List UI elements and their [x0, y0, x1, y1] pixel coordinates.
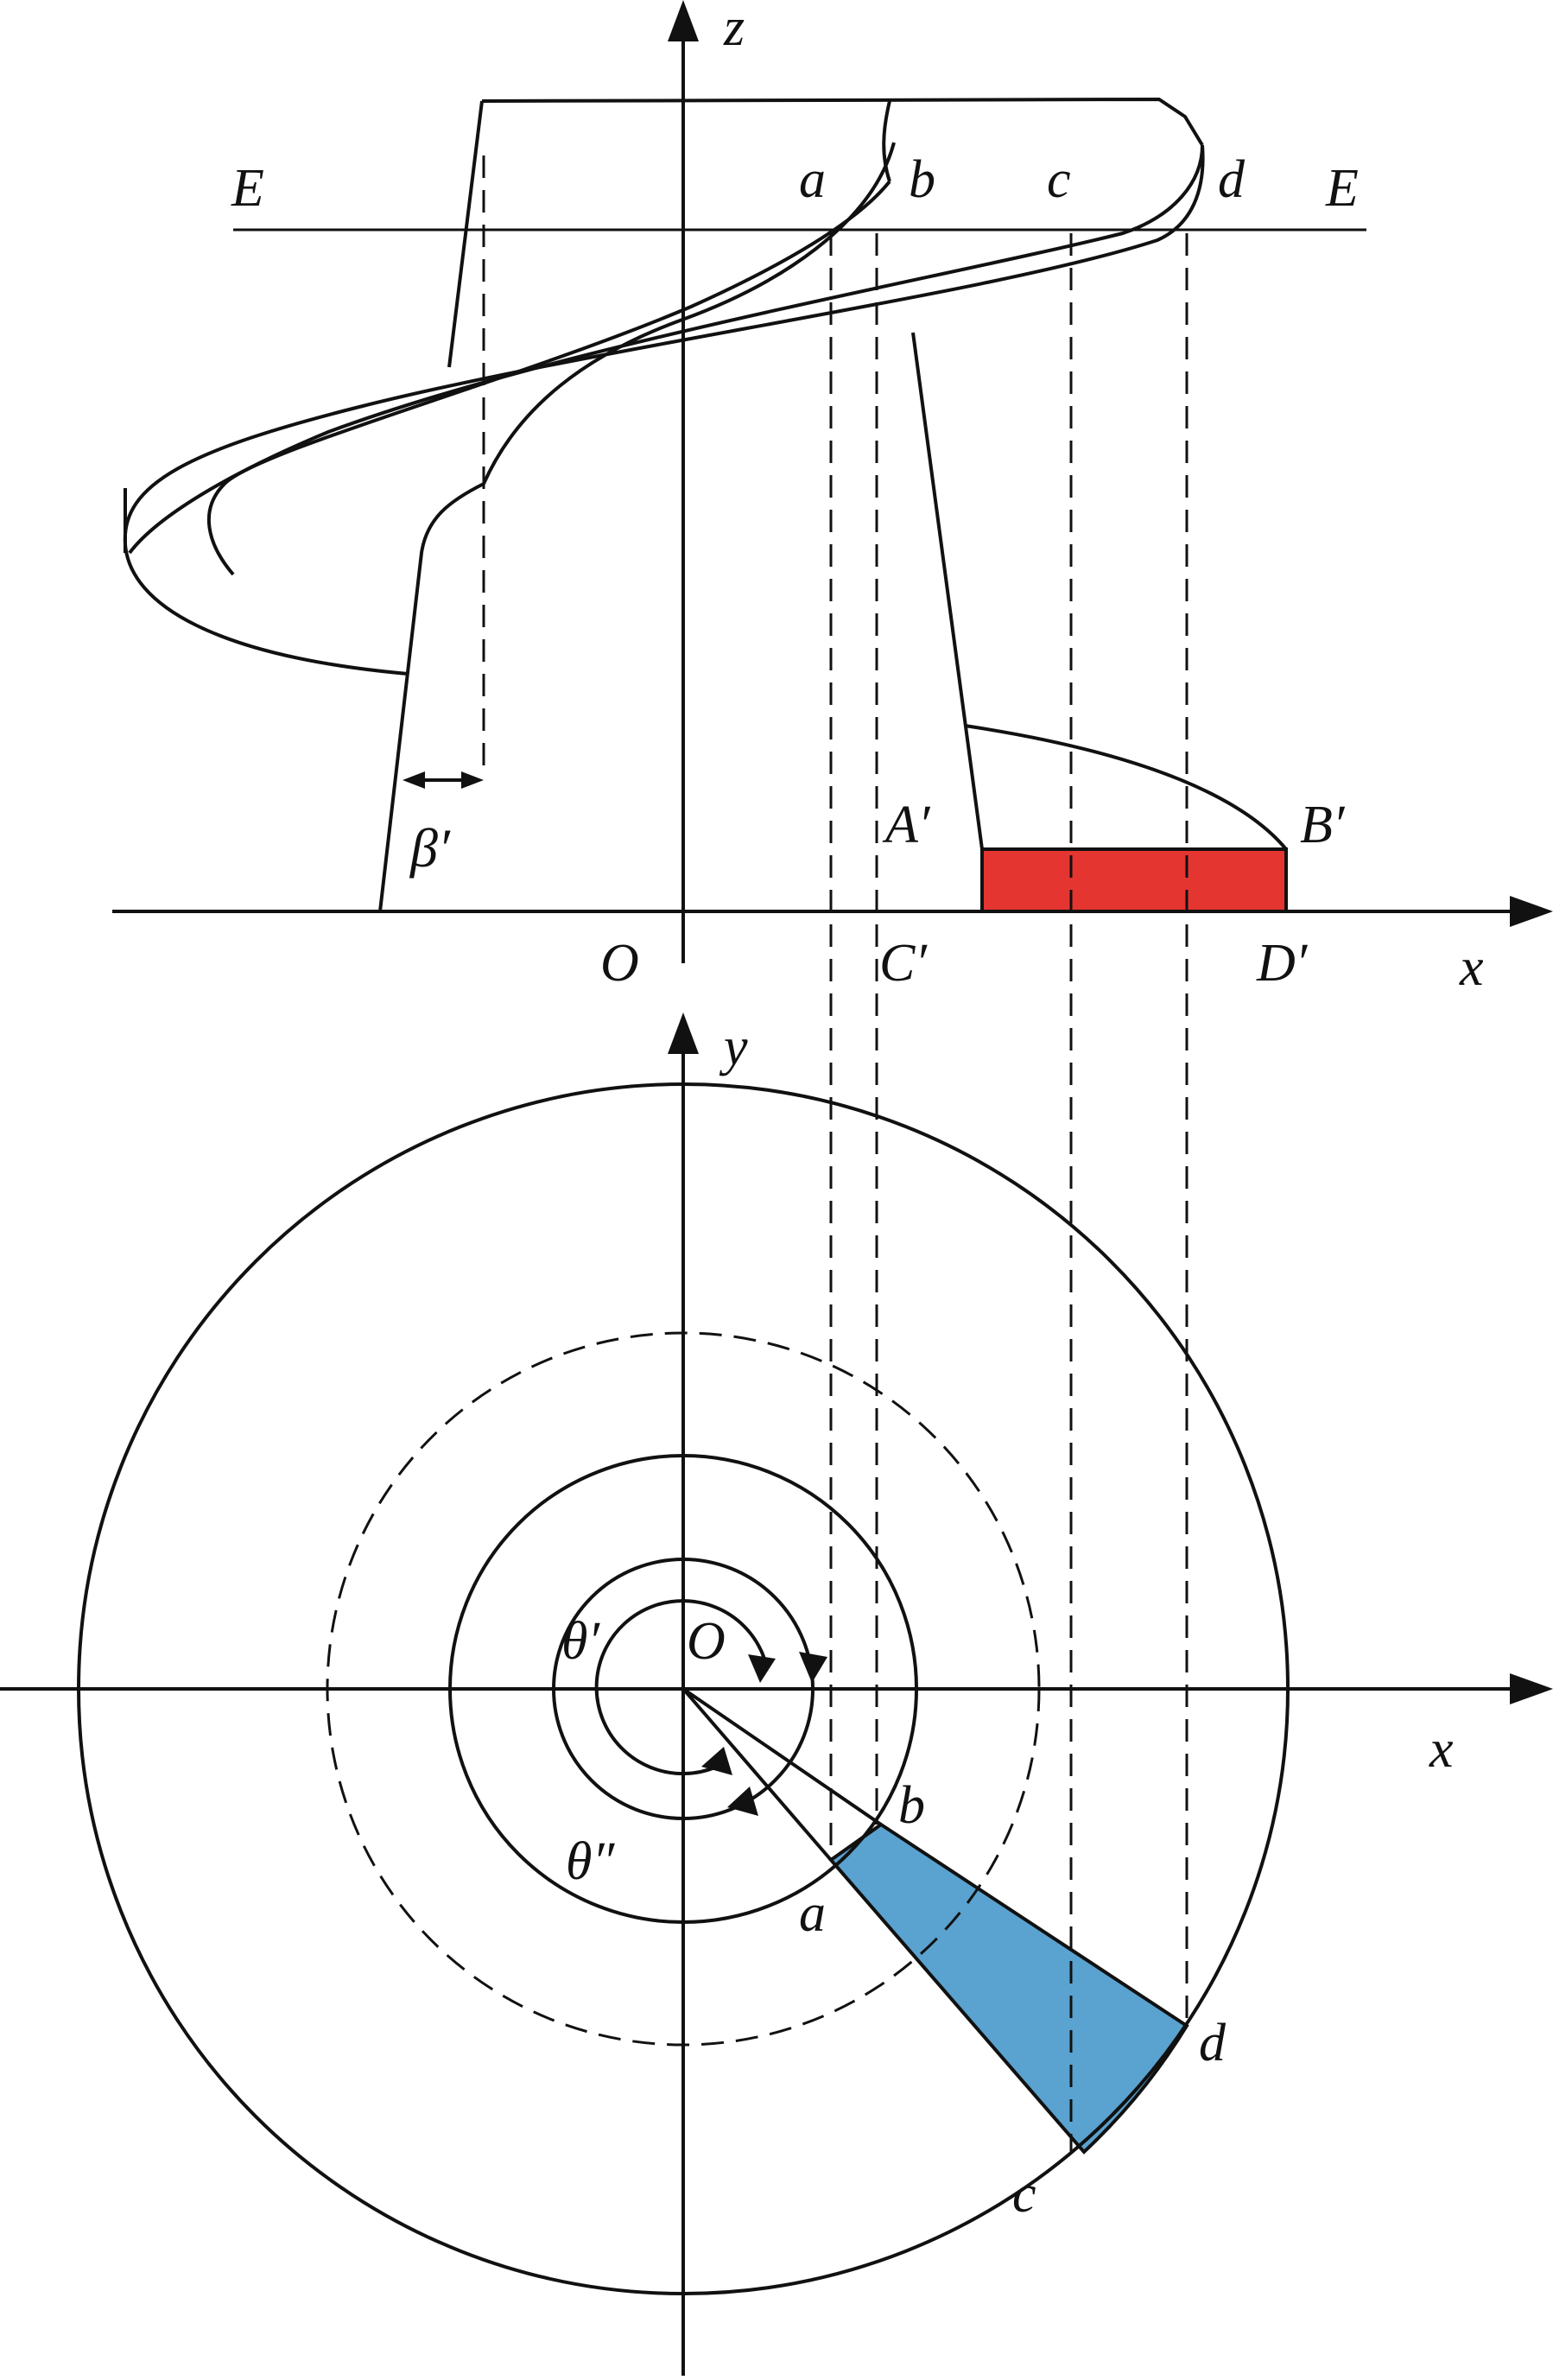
theta-double-prime-arrow-1	[701, 1747, 732, 1775]
small-circle	[552, 1558, 815, 1820]
radial-line-b	[681, 1687, 883, 1826]
theta-prime-arc	[594, 1599, 766, 1776]
label-beta: β′	[409, 817, 451, 879]
helix-back-edge	[482, 142, 896, 485]
label-A-prime: A′	[882, 796, 931, 854]
projection-lines	[829, 233, 1189, 2152]
helix-outer-edge	[123, 144, 1205, 676]
red-region	[980, 847, 1288, 913]
hub-right-edge	[911, 332, 984, 850]
hub-top-edge	[481, 97, 1204, 147]
elevation-view: z E E a b c d β′ A′ B′ O C′ D′ x	[112, 0, 1553, 997]
label-x-top: x	[1459, 938, 1484, 997]
blue-sector	[828, 1822, 1189, 2155]
y-axis-arrowhead	[668, 1012, 699, 1054]
label-x-bottom: x	[1429, 1720, 1454, 1779]
label-theta-prime: θ′	[561, 1612, 600, 1671]
label-theta-double-prime: θ″	[566, 1832, 615, 1891]
x-axis-bottom-arrowhead	[1510, 1673, 1553, 1704]
label-c-top: c	[1047, 150, 1071, 209]
z-axis-arrowhead	[668, 0, 699, 41]
top-blade-root	[882, 100, 891, 182]
label-C-prime: C′	[879, 934, 928, 993]
label-z: z	[723, 0, 745, 57]
theta-prime-arrow-2	[799, 1652, 827, 1683]
label-d-top: d	[1218, 150, 1246, 209]
label-d-bottom: d	[1199, 2014, 1227, 2072]
label-c-bottom: c	[1012, 2165, 1036, 2224]
mid-circle	[448, 1454, 918, 1924]
helix-inner-edge	[128, 144, 1204, 555]
plan-view: y x θ′ O θ″ a b c d	[0, 1012, 1553, 2376]
label-a-top: a	[799, 150, 826, 209]
helix-front-edge	[206, 180, 891, 576]
label-b-bottom: b	[898, 1776, 925, 1835]
label-y: y	[719, 1018, 748, 1076]
hub-left-lower-edge	[378, 482, 485, 912]
label-O-top: O	[600, 934, 639, 993]
label-D-prime: D′	[1256, 934, 1309, 993]
radial-line-a	[681, 1687, 833, 1862]
x-axis-top-arrowhead	[1510, 896, 1553, 927]
theta-double-prime-arrow-2	[727, 1787, 758, 1816]
label-B-prime: B′	[1300, 796, 1346, 854]
beta-arrow-left	[403, 771, 425, 789]
label-E-right: E	[1325, 159, 1359, 218]
beta-arrow-right	[461, 771, 484, 789]
outer-circle	[77, 1082, 1290, 2295]
lower-blade-curve	[964, 724, 1288, 851]
label-O-bottom: O	[687, 1612, 726, 1671]
label-a-bottom: a	[799, 1884, 826, 1943]
hub-left-upper-edge	[447, 100, 484, 368]
label-E-left: E	[231, 159, 264, 218]
label-b-top: b	[909, 150, 935, 209]
dashed-circle	[326, 1331, 1041, 2047]
theta-prime-arrow-1	[748, 1654, 776, 1683]
